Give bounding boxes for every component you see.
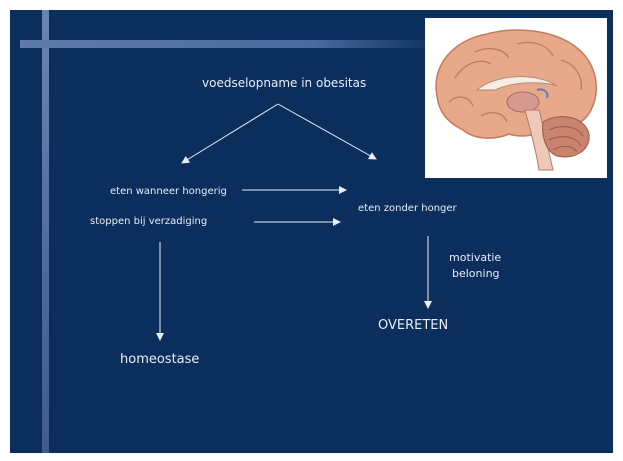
left-node-2: stoppen bij verzadiging (90, 216, 208, 227)
brain-icon (435, 29, 598, 171)
arrow-top-left (181, 103, 279, 164)
reward-label: beloning (452, 267, 500, 280)
slide: voedselopname in obesitas eten wanneer h… (10, 10, 613, 453)
brain-image (425, 18, 607, 178)
motivation-label: motivatie (449, 251, 502, 264)
right-node: eten zonder honger (358, 203, 457, 214)
top-node: voedselopname in obesitas (202, 76, 367, 90)
overeating-node: OVERETEN (378, 318, 449, 333)
homeostasis-node: homeostase (120, 352, 200, 367)
horizontal-decorative-bar (20, 40, 440, 48)
arrow-top-right (277, 103, 377, 160)
diagram-arrows (156, 103, 432, 341)
vertical-decorative-bar (42, 10, 49, 453)
left-node-1: eten wanneer hongerig (110, 186, 227, 197)
